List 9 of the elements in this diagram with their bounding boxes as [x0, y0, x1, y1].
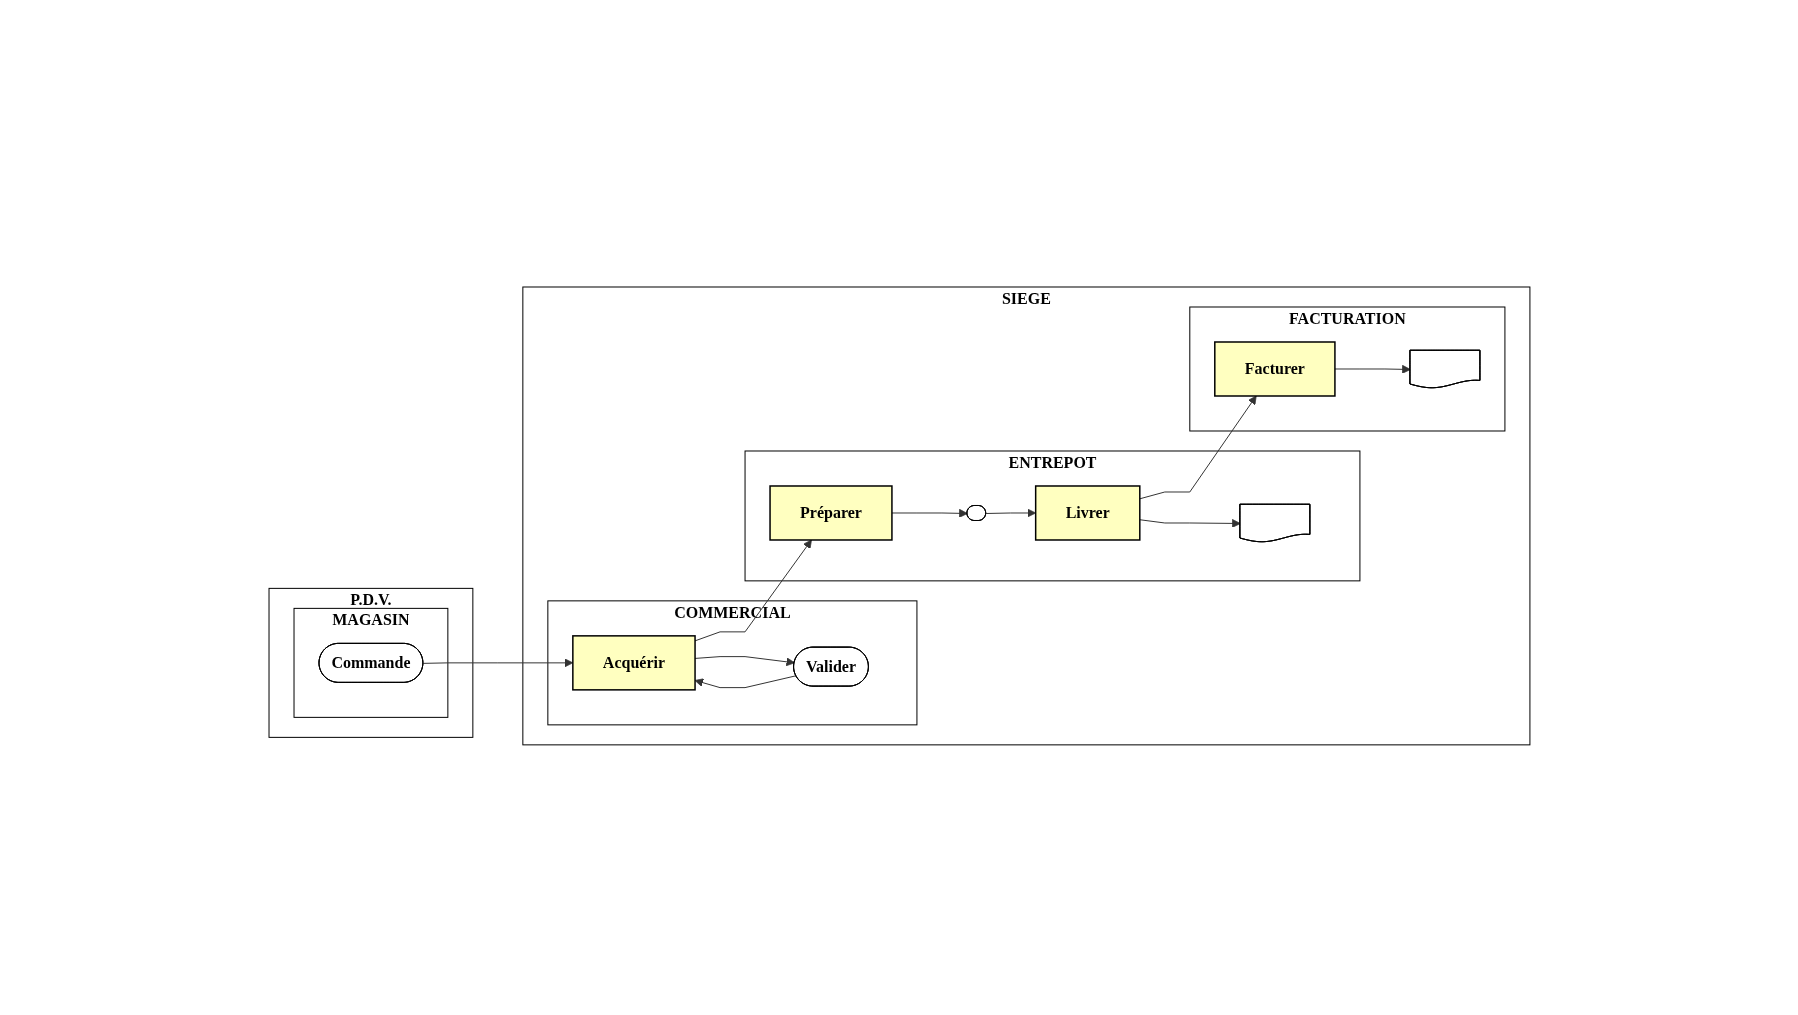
- node-box: Facturer: [1213, 340, 1336, 397]
- node-box: Préparer: [768, 484, 893, 541]
- arrow: [694, 674, 797, 688]
- arrow: [985, 508, 1036, 517]
- arrow: [694, 539, 812, 641]
- arrow: [694, 655, 795, 666]
- node-box: Acquérir: [571, 634, 696, 691]
- node-box: Livrer: [1034, 484, 1141, 541]
- arrow: [422, 658, 573, 667]
